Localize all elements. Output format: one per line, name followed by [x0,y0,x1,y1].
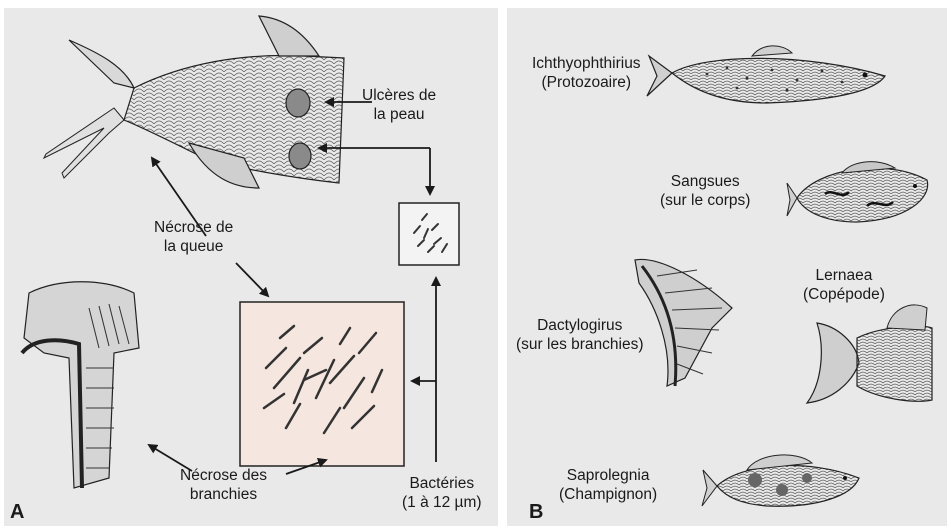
panel-b-letter: B [529,502,543,522]
label-ichthyophthirius: Ichthyophthirius (Protozoaire) [532,54,641,92]
lernaea-name: Lernaea [803,266,885,285]
label-gill-necrosis: Nécrose des branchies [180,466,267,504]
panel-a-letter: A [10,502,24,522]
fish-tail-illustration [44,16,344,188]
bacteria-line-2: (1 à 12 µm) [402,493,482,512]
ichthyophthirius-fish-illustration [647,46,885,103]
dactylogirus-name: Dactylogirus [516,316,644,335]
ichthyophthirius-type: (Protozoaire) [532,73,641,92]
gill-necrosis-line-2: branchies [180,485,267,504]
dactylogirus-gill-illustration [635,259,732,386]
panel-b: Ichthyophthirius (Protozoaire) Sangsues … [507,8,947,526]
leech-fish-illustration [787,162,928,222]
sangsues-name: Sangsues [660,172,750,191]
saprolegnia-fish-illustration [702,455,859,506]
dactylogirus-type: (sur les branchies) [516,335,644,354]
label-sangsues: Sangsues (sur le corps) [660,172,750,210]
label-saprolegnia: Saprolegnia (Champignon) [559,466,657,504]
lernaea-fish-tail-illustration [807,305,932,403]
label-lernaea: Lernaea (Copépode) [803,266,885,304]
label-bacteria: Bactéries (1 à 12 µm) [402,474,482,512]
saprolegnia-type: (Champignon) [559,485,657,504]
bacteria-line-1: Bactéries [402,474,482,493]
gill-necrosis-line-1: Nécrose des [180,466,267,485]
bacteria-magnified-sample [240,302,404,466]
panel-a: Ulcères de la peau Nécrose de la queue N… [4,8,498,526]
label-skin-ulcers: Ulcères de la peau [362,86,436,124]
saprolegnia-name: Saprolegnia [559,466,657,485]
ichthyophthirius-name: Ichthyophthirius [532,54,641,73]
skin-ulcers-line-2: la peau [362,105,436,124]
label-tail-necrosis: Nécrose de la queue [154,218,233,256]
label-dactylogirus: Dactylogirus (sur les branchies) [516,316,644,354]
skin-ulcers-line-1: Ulcères de [362,86,436,105]
tail-necrosis-line-2: la queue [154,237,233,256]
gill-illustration [22,282,139,488]
tail-necrosis-line-1: Nécrose de [154,218,233,237]
sangsues-type: (sur le corps) [660,191,750,210]
bacteria-small-sample [399,203,459,265]
lernaea-type: (Copépode) [803,285,885,304]
